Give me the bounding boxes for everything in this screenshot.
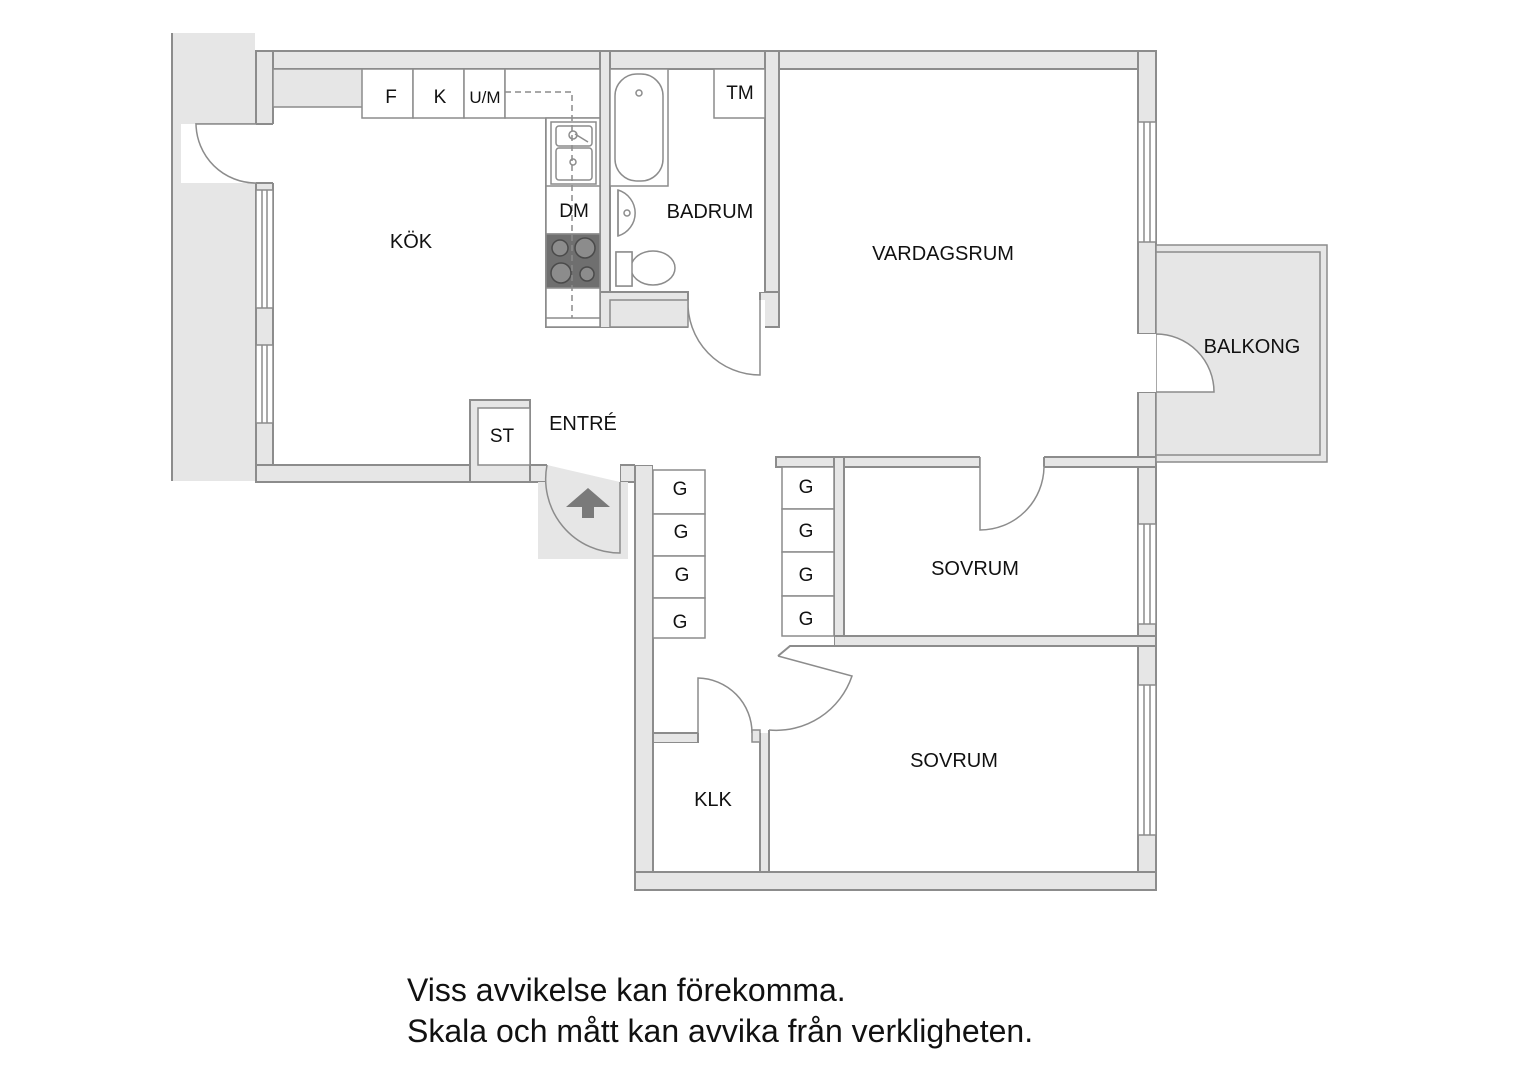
freezer-box xyxy=(412,68,465,119)
top-wall xyxy=(255,50,1157,70)
room-label-bathroom: BADRUM xyxy=(667,201,754,223)
exterior-facade xyxy=(172,33,255,481)
wardrobe-7 xyxy=(781,551,835,597)
klk-top-wall xyxy=(652,732,699,744)
door-bedroom2 xyxy=(768,655,853,732)
counter-right xyxy=(504,68,601,119)
bath-right-wall xyxy=(764,50,780,328)
wardrobe-label: G xyxy=(674,522,689,543)
wardrobe-4 xyxy=(652,597,706,639)
fixture-label-washing-machine: TM xyxy=(726,83,753,104)
wardrobe-6 xyxy=(781,508,835,553)
microwave-box xyxy=(463,68,506,119)
entrance-bottom-right-wall xyxy=(529,464,548,483)
disclaimer: Viss avvikelse kan förekomma. Skala och … xyxy=(407,970,1307,1052)
bathroom-fixtures xyxy=(609,68,766,287)
wardrobe-label: G xyxy=(673,479,688,500)
bedroom-divider xyxy=(833,635,1157,647)
living-bottom-wall-left xyxy=(775,456,981,468)
corridor-wall xyxy=(634,464,654,890)
storage-box xyxy=(477,407,531,466)
room-floors xyxy=(273,69,1138,872)
room-labels: KÖK BADRUM VARDAGSRUM BALKONG ENTRÉ SOVR… xyxy=(390,201,1300,811)
bottom-wall xyxy=(634,871,1157,891)
room-label-walk-in-closet: KLK xyxy=(694,789,732,811)
kitchen-floor xyxy=(273,69,1138,482)
wardrobe-label: G xyxy=(675,565,690,586)
bedroom-left-wall xyxy=(833,456,845,641)
windows xyxy=(255,121,1157,836)
bath-left-wall xyxy=(599,50,611,329)
entrance-arrow-icon xyxy=(566,488,610,518)
room-label-balcony: BALKONG xyxy=(1204,336,1301,358)
door-klk xyxy=(697,677,753,734)
wardrobe-label: G xyxy=(673,612,688,633)
wardrobe-8 xyxy=(781,595,835,637)
wardrobe-label: G xyxy=(799,477,814,498)
klk-floor xyxy=(653,743,760,872)
fixture-label-fridge: F xyxy=(385,87,397,108)
wardrobe-3 xyxy=(652,555,706,599)
kitchen-left-wall-top xyxy=(255,50,274,125)
bedroom2-left-wall xyxy=(759,729,770,873)
wardrobe-label: G xyxy=(799,565,814,586)
wardrobe-label: G xyxy=(799,521,814,542)
fixture-label-freezer: K xyxy=(434,87,447,108)
kitchen-bottom-wall xyxy=(255,464,472,483)
living-bottom-wall-right xyxy=(1043,456,1157,468)
window-bedroom1 xyxy=(1137,523,1157,625)
window-living xyxy=(1137,121,1157,243)
disclaimer-line-1: Viss avvikelse kan förekomma. xyxy=(407,972,846,1008)
doors xyxy=(181,123,1215,743)
fixture-labels: F K U/M DM TM ST G G G G G G G G xyxy=(385,83,813,633)
window-kitchen-2 xyxy=(255,344,274,424)
dishwasher-box xyxy=(545,185,601,235)
door-bedroom1 xyxy=(979,457,1045,531)
fixture-label-microwave: U/M xyxy=(469,88,500,107)
room-label-bedroom-2: SOVRUM xyxy=(910,750,998,772)
kitchen-fixtures xyxy=(272,68,689,328)
wardrobe-1 xyxy=(652,469,706,515)
window-bedroom2 xyxy=(1137,684,1157,836)
door-bathroom xyxy=(687,299,761,376)
room-label-entrance: ENTRÉ xyxy=(549,412,617,435)
window-kitchen-1 xyxy=(255,189,274,309)
wardrobes xyxy=(652,466,835,639)
wardrobe-5 xyxy=(781,466,835,510)
fixture-label-dishwasher: DM xyxy=(559,201,589,222)
washing-machine-box xyxy=(713,68,766,119)
fixture-label-storage: ST xyxy=(490,426,515,447)
disclaimer-line-2: Skala och mått kan avvika från verklighe… xyxy=(407,1013,1034,1049)
wardrobe-label: G xyxy=(799,609,814,630)
room-label-living-room: VARDAGSRUM xyxy=(872,243,1014,265)
room-label-kitchen: KÖK xyxy=(390,231,433,253)
room-label-bedroom-1: SOVRUM xyxy=(931,558,1019,580)
